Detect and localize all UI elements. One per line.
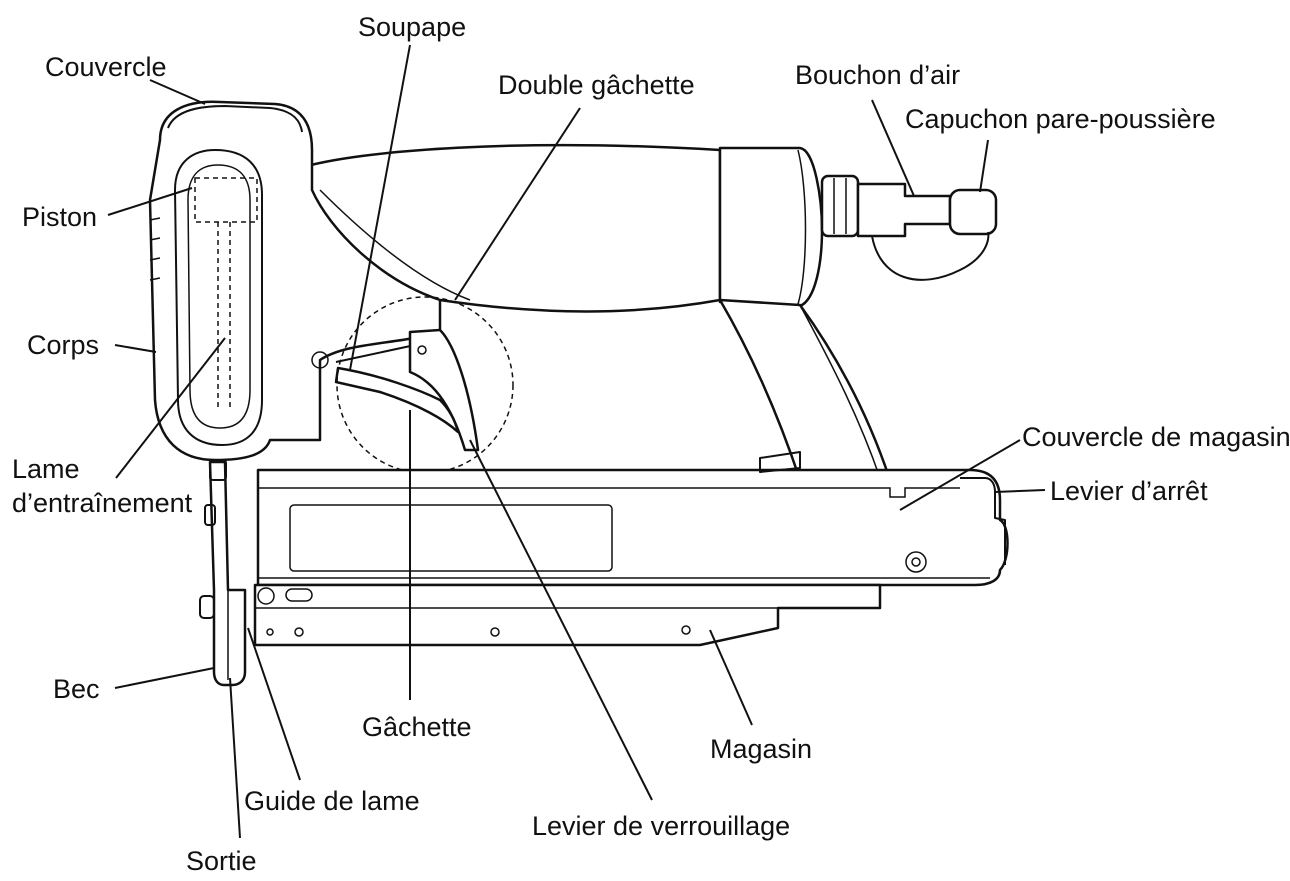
leader-bouchon-air (871, 99, 915, 197)
air-fitting-nut (820, 174, 860, 238)
leader-sortie (229, 677, 241, 839)
top-cover (167, 105, 303, 133)
label-piston: Piston (22, 202, 97, 232)
leader-corps (114, 344, 157, 353)
stop-lever (960, 477, 1006, 565)
air-plug (856, 182, 952, 238)
leader-bec (114, 667, 215, 689)
label-magasin: Magasin (710, 734, 812, 764)
leader-couvercle (149, 79, 206, 105)
labels: Couvercle Soupape Double gâchette Boucho… (12, 12, 1290, 876)
label-couvercle: Couvercle (45, 52, 167, 82)
label-levier-arret: Levier d’arrêt (1050, 476, 1208, 506)
leader-levier-arret (994, 489, 1046, 493)
rear-leg (718, 298, 892, 482)
label-double-gachette: Double gâchette (498, 70, 695, 100)
label-bouchon-air: Bouchon d’air (795, 60, 960, 90)
valve (335, 344, 416, 363)
leader-soupape (349, 44, 411, 371)
magazine-cover (256, 468, 1009, 587)
magazine-label-plate (289, 504, 613, 572)
label-lame: Lame (12, 454, 80, 484)
leader-double-gachette (454, 107, 581, 301)
magazine (253, 583, 882, 647)
leader-couvercle-magasin (899, 439, 1021, 511)
label-bec: Bec (53, 674, 100, 704)
dust-cap-tether (871, 231, 990, 281)
label-gachette: Gâchette (362, 712, 472, 742)
rear-cap (718, 146, 824, 308)
label-capuchon: Capuchon pare-poussière (905, 104, 1216, 134)
label-levier-verrouillage: Levier de verrouillage (532, 811, 790, 841)
leader-magasin (709, 629, 753, 726)
dust-cap (948, 188, 998, 236)
leader-guide-lame (247, 627, 301, 781)
label-corps: Corps (27, 330, 99, 360)
label-sortie: Sortie (186, 846, 257, 876)
double-trigger (334, 366, 460, 434)
leader-lines (107, 44, 1046, 839)
label-couvercle-magasin: Couvercle de magasin (1022, 422, 1290, 452)
label-guide-lame: Guide de lame (244, 786, 420, 816)
label-lame-2: d’entraînement (12, 488, 193, 518)
label-soupape: Soupape (358, 12, 466, 42)
nose (208, 460, 247, 687)
trigger (408, 328, 480, 452)
leader-lame (115, 337, 226, 479)
leader-piston (107, 187, 193, 216)
leader-levier-verrouillage (469, 439, 653, 801)
nailer-illustration (148, 100, 1009, 687)
leader-capuchon (979, 139, 989, 193)
